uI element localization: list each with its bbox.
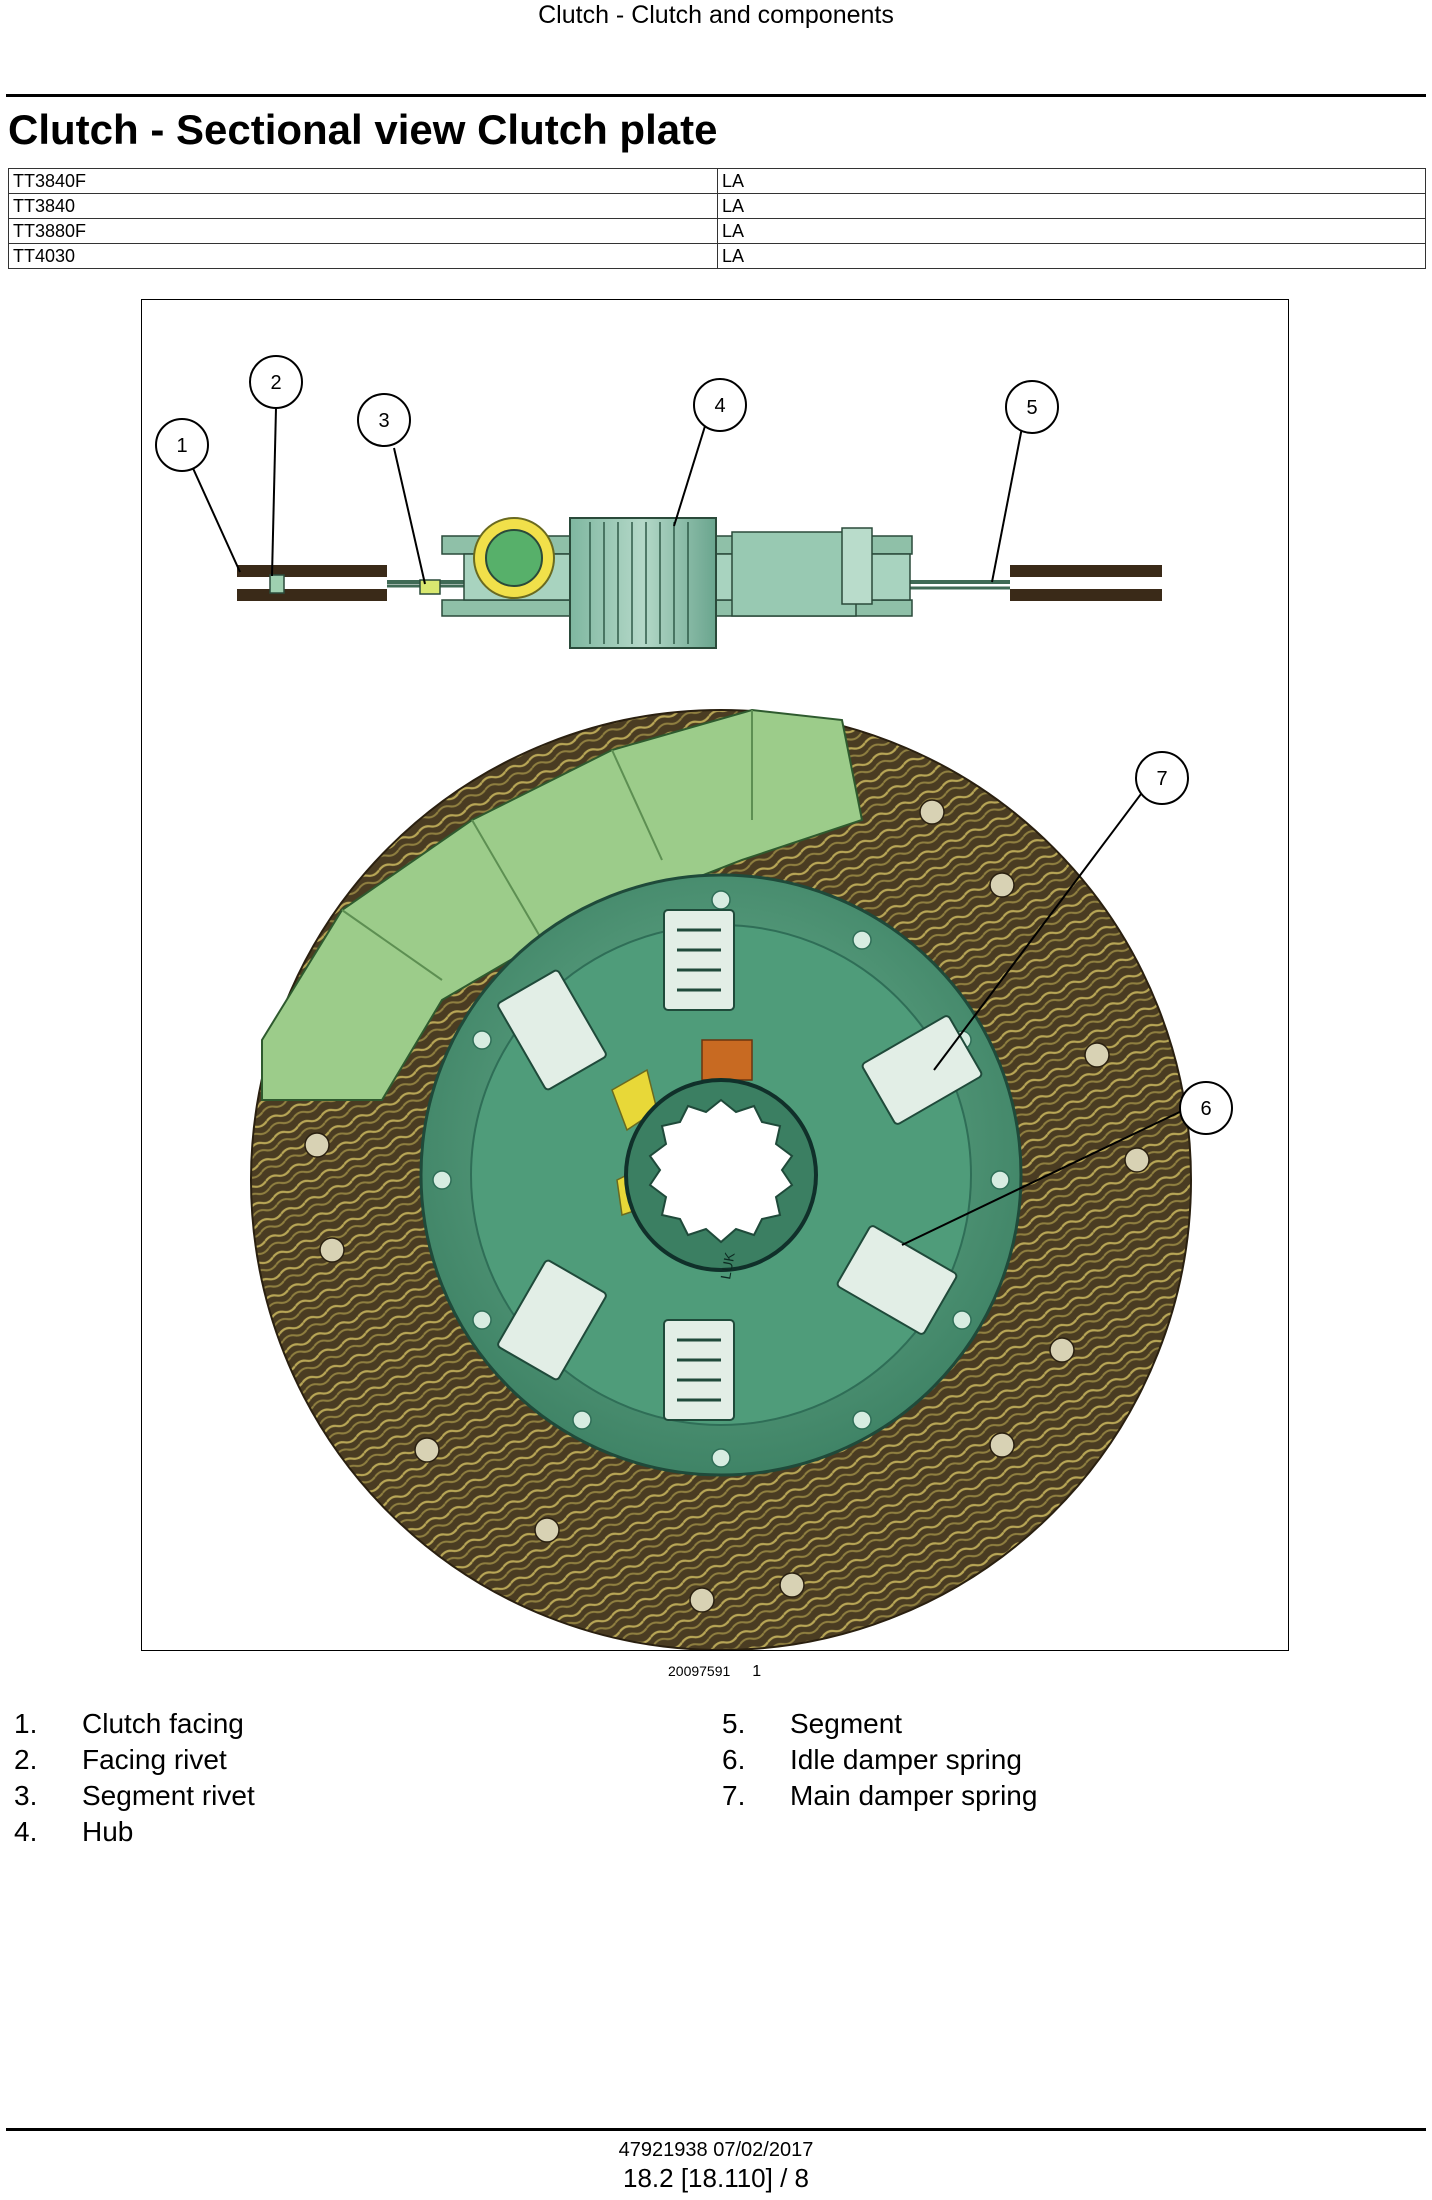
figure-number: 1: [752, 1663, 762, 1680]
legend-label: Facing rivet: [82, 1744, 227, 1775]
callout-2: 2: [249, 355, 303, 409]
callout-label: 1: [176, 435, 187, 457]
hub-marking: LUK: [717, 1250, 738, 1280]
model-cell: TT3840: [8, 193, 718, 219]
footer-document-id: 47921938 07/02/2017: [618, 2139, 814, 2161]
callout-6: 6: [1179, 1081, 1233, 1135]
callout-label: 7: [1156, 768, 1167, 790]
callout-7: 7: [1135, 751, 1189, 805]
legend-label: Hub: [82, 1816, 134, 1847]
legend-label: Segment: [790, 1708, 903, 1739]
legend-number: 5.: [722, 1708, 746, 1739]
legend-item: 4. Hub: [14, 1814, 255, 1850]
legend-left-column: 1. Clutch facing 2. Facing rivet 3. Segm…: [14, 1706, 255, 1850]
legend-item: 5. Segment: [722, 1706, 1037, 1742]
model-cell: TT4030: [8, 243, 718, 269]
legend-item: 2. Facing rivet: [14, 1742, 255, 1778]
callout-label: 5: [1026, 397, 1037, 419]
header-rule: [6, 94, 1426, 97]
legend-label: Clutch facing: [82, 1708, 244, 1739]
callout-label: 6: [1200, 1098, 1211, 1120]
callout-1: 1: [155, 418, 209, 472]
table-row: TT3840F LA: [8, 168, 1426, 194]
clutch-plate-illustration: LUK 1 2: [155, 355, 1233, 1650]
legend-number: 3.: [14, 1780, 38, 1811]
footer-rule: [6, 2128, 1426, 2131]
legend-item: 3. Segment rivet: [14, 1778, 255, 1814]
legend-number: 6.: [722, 1744, 746, 1775]
model-cell: TT3880F: [8, 218, 718, 244]
market-cell: LA: [717, 168, 1426, 194]
sectional-view: [237, 517, 1162, 649]
legend-right-column: 5. Segment 6. Idle damper spring 7. Main…: [722, 1706, 1037, 1814]
callout-5: 5: [1005, 380, 1059, 434]
clutch-plate-figure: LUK 1 2: [141, 299, 1289, 1651]
legend-number: 7.: [722, 1780, 746, 1811]
market-cell: LA: [717, 193, 1426, 219]
model-applicability-table: TT3840F LA TT3840 LA TT3880F LA TT4030 L…: [8, 168, 1426, 269]
figure-id: 20097591: [668, 1663, 731, 1679]
callout-3: 3: [357, 393, 411, 447]
legend-number: 4.: [14, 1816, 38, 1847]
callout-4: 4: [693, 378, 747, 432]
callout-label: 2: [270, 372, 281, 394]
footer-page-number: 18.2 [18.110] / 8: [623, 2163, 809, 2193]
section-title: Clutch - Sectional view Clutch plate: [8, 106, 718, 153]
legend-label: Idle damper spring: [790, 1744, 1022, 1775]
legend-number: 2.: [14, 1744, 38, 1775]
callout-label: 3: [378, 410, 389, 432]
table-row: TT3880F LA: [8, 218, 1426, 244]
front-view: LUK: [250, 708, 1192, 1650]
table-row: TT4030 LA: [8, 243, 1426, 269]
legend-label: Segment rivet: [82, 1780, 255, 1811]
legend-item: 7. Main damper spring: [722, 1778, 1037, 1814]
figure-reference: 20097591 1: [668, 1662, 761, 1681]
running-header: Clutch - Clutch and components: [538, 1, 894, 29]
callout-label: 4: [714, 395, 725, 417]
legend-number: 1.: [14, 1708, 38, 1739]
market-cell: LA: [717, 243, 1426, 269]
legend-item: 6. Idle damper spring: [722, 1742, 1037, 1778]
model-cell: TT3840F: [8, 168, 718, 194]
market-cell: LA: [717, 218, 1426, 244]
legend-item: 1. Clutch facing: [14, 1706, 255, 1742]
callout-leaders: [181, 407, 1189, 1246]
table-row: TT3840 LA: [8, 193, 1426, 219]
legend-label: Main damper spring: [790, 1780, 1038, 1811]
